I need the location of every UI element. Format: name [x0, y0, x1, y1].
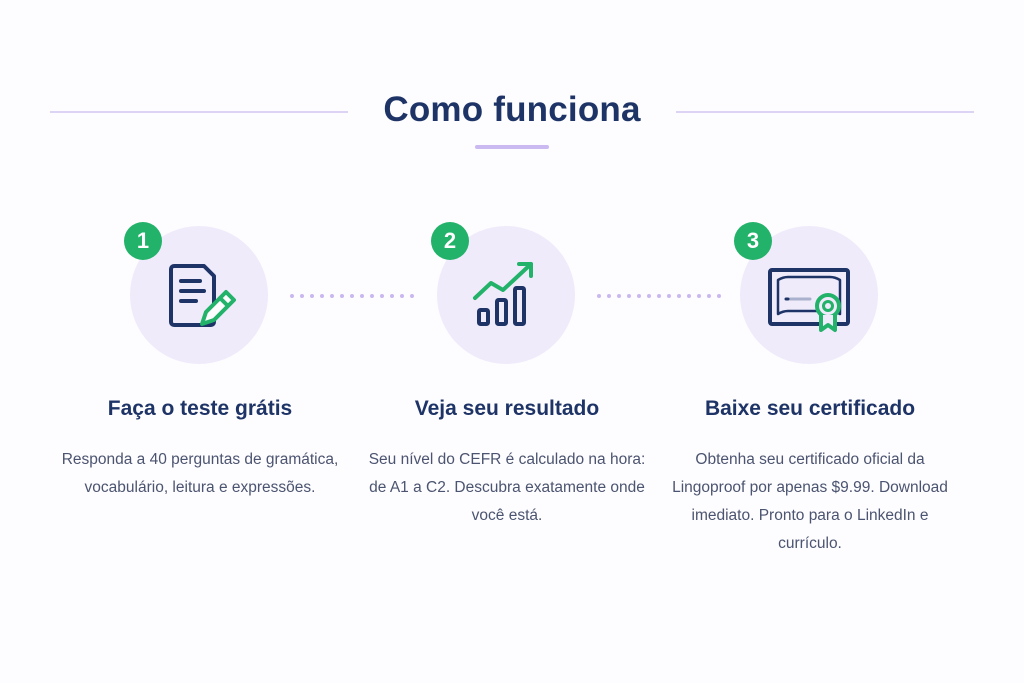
title-divider-right — [676, 111, 974, 113]
step-number-badge: 3 — [734, 222, 772, 260]
step-connector-dots — [290, 294, 414, 298]
title-underline — [475, 145, 549, 149]
step-connector-dots — [597, 294, 721, 298]
title-divider-left — [50, 111, 348, 113]
step-number-badge: 2 — [431, 222, 469, 260]
connector-dot — [717, 294, 721, 298]
connector-dot — [300, 294, 304, 298]
section-title: Como funciona — [383, 90, 641, 129]
document-edit-icon — [169, 264, 236, 327]
connector-dot — [617, 294, 621, 298]
connector-dot — [360, 294, 364, 298]
connector-dot — [380, 294, 384, 298]
step-description: Obtenha seu certificado oficial da Lingo… — [672, 451, 948, 552]
connector-dot — [330, 294, 334, 298]
connector-dot — [370, 294, 374, 298]
connector-dot — [707, 294, 711, 298]
step-description: Seu nível do CEFR é calculado na hora: d… — [368, 451, 646, 524]
connector-dot — [400, 294, 404, 298]
connector-dot — [350, 294, 354, 298]
step-description: Responda a 40 perguntas de gramática, vo… — [61, 451, 339, 496]
connector-dot — [687, 294, 691, 298]
connector-dot — [677, 294, 681, 298]
step-title: Faça o teste grátis — [107, 397, 293, 420]
connector-dot — [310, 294, 314, 298]
connector-dot — [697, 294, 701, 298]
certificate-icon — [768, 268, 850, 332]
step-title: Veja seu resultado — [414, 397, 600, 420]
connector-dot — [340, 294, 344, 298]
step-number-badge: 1 — [124, 222, 162, 260]
connector-dot — [667, 294, 671, 298]
step-title: Baixe seu certificado — [704, 397, 916, 420]
connector-dot — [607, 294, 611, 298]
connector-dot — [637, 294, 641, 298]
connector-dot — [290, 294, 294, 298]
connector-dot — [647, 294, 651, 298]
chart-growth-icon — [473, 262, 533, 326]
connector-dot — [657, 294, 661, 298]
connector-dot — [410, 294, 414, 298]
connector-dot — [597, 294, 601, 298]
connector-dot — [320, 294, 324, 298]
section-header: Como funciona — [0, 82, 1024, 138]
connector-dot — [627, 294, 631, 298]
connector-dot — [390, 294, 394, 298]
